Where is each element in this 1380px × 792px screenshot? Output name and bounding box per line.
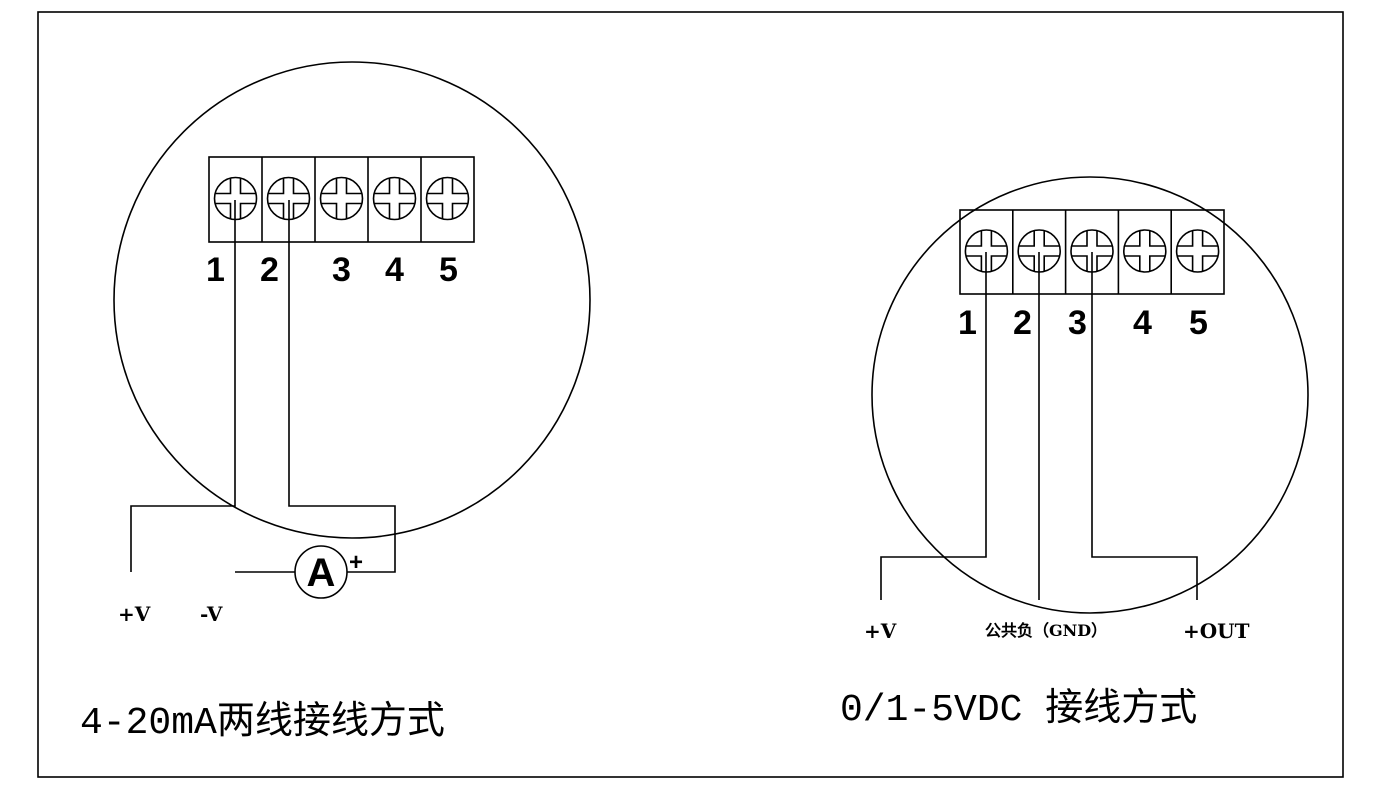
right-terminal-number-1: 1 bbox=[958, 304, 977, 342]
right-terminal-number-5: 5 bbox=[1189, 304, 1208, 342]
wire-pos-v bbox=[130, 200, 236, 572]
right-terminal-number-4: 4 bbox=[1133, 304, 1152, 342]
left-terminal-block bbox=[208, 156, 475, 243]
left-terminal-number-5: 5 bbox=[439, 251, 458, 289]
left-neg-v-label: -V bbox=[200, 602, 223, 626]
right-out-label: +OUT bbox=[1183, 619, 1250, 643]
wire-right-out bbox=[1091, 252, 1198, 600]
left-pos-v-label: +V bbox=[118, 602, 151, 626]
screw-icon bbox=[319, 176, 364, 221]
left-housing-circle bbox=[113, 61, 591, 539]
wire-terminal-2 bbox=[288, 200, 396, 573]
left-diagram-title: 4-20mA两线接线方式 bbox=[80, 700, 445, 745]
right-diagram-title: 0/1-5VDC 接线方式 bbox=[840, 687, 1197, 732]
wire-right-pos-v bbox=[880, 252, 987, 600]
ammeter-plus-label: + bbox=[349, 549, 363, 576]
left-block-outline bbox=[208, 156, 475, 243]
left-terminal-number-4: 4 bbox=[385, 251, 404, 289]
screw-icon bbox=[1175, 229, 1220, 273]
left-terminal-number-1: 1 bbox=[206, 251, 225, 289]
screw-icon bbox=[425, 176, 470, 221]
right-housing-circle bbox=[871, 176, 1309, 614]
left-terminal-number-3: 3 bbox=[332, 251, 351, 289]
screw-icon bbox=[372, 176, 417, 221]
right-terminal-number-3: 3 bbox=[1068, 304, 1087, 342]
frame-border bbox=[37, 11, 1344, 778]
ammeter-circle bbox=[294, 545, 348, 599]
screw-icon bbox=[1123, 229, 1167, 273]
right-pos-v-label: +V bbox=[864, 619, 897, 643]
right-wiring-diagram: 1 2 3 4 5 +V 公共负（GND） +OUT 0/1-5VDC 接线方式 bbox=[840, 176, 1309, 732]
ammeter-label: A bbox=[307, 551, 336, 595]
right-terminal-number-2: 2 bbox=[1013, 304, 1032, 342]
left-wiring-diagram: 1 2 3 4 5 A + +V -V 4-20mA两线接线方式 bbox=[80, 61, 591, 745]
right-gnd-label: 公共负（GND） bbox=[985, 621, 1107, 640]
left-terminal-number-2: 2 bbox=[260, 251, 279, 289]
